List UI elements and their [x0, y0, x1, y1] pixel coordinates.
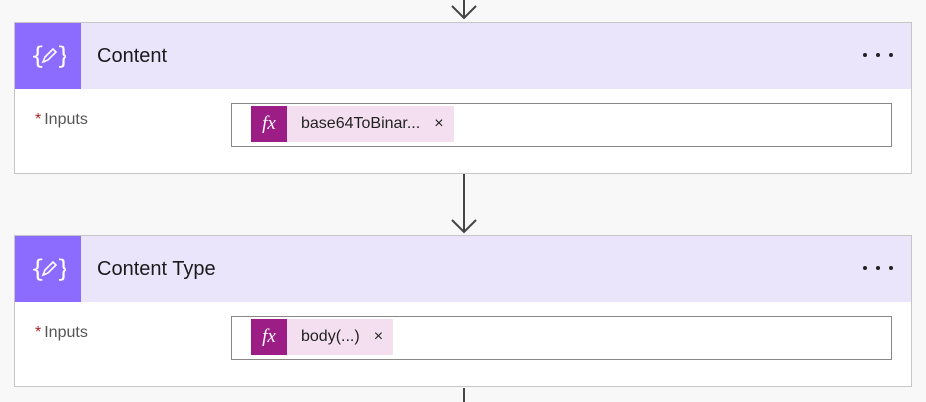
card-title[interactable]: Content Type [97, 257, 216, 280]
more-dot-icon [863, 266, 867, 270]
more-dot-icon [876, 53, 880, 57]
card-title[interactable]: Content [97, 44, 168, 67]
expression-token[interactable]: fx body(...) × [251, 319, 394, 355]
more-options-button[interactable] [863, 258, 893, 278]
connector-arrow-top [451, 0, 477, 20]
more-dot-icon [876, 266, 880, 270]
compose-braces-icon: { } [15, 23, 81, 89]
action-card-content-type[interactable]: { } Content Type *Inputs fx body(...) × [14, 235, 912, 387]
function-fx-icon: fx [251, 319, 287, 355]
card-header[interactable]: { } Content Type [15, 236, 911, 302]
connector-arrow-middle [451, 174, 477, 234]
token-text[interactable]: body(...) [301, 328, 360, 345]
card-header[interactable]: { } Content [15, 23, 911, 89]
more-dot-icon [889, 53, 893, 57]
compose-braces-icon: { } [15, 236, 81, 302]
inputs-field[interactable]: fx base64ToBinar... × [231, 103, 892, 147]
expression-token[interactable]: fx base64ToBinar... × [251, 106, 454, 142]
field-label-text: Inputs [44, 111, 88, 128]
card-body: *Inputs fx base64ToBinar... × [15, 89, 911, 173]
card-body: *Inputs fx body(...) × [15, 302, 911, 386]
svg-text:{: { [30, 255, 45, 283]
field-label-text: Inputs [44, 324, 88, 341]
field-label: *Inputs [35, 111, 88, 129]
more-options-button[interactable] [863, 45, 893, 65]
more-dot-icon [889, 266, 893, 270]
more-dot-icon [863, 53, 867, 57]
token-text[interactable]: base64ToBinar... [301, 115, 421, 132]
remove-token-button[interactable]: × [434, 115, 444, 132]
action-card-content[interactable]: { } Content *Inputs fx base64ToBinar... … [14, 22, 912, 174]
svg-text:{: { [30, 42, 45, 70]
required-marker: * [35, 111, 42, 128]
inputs-field[interactable]: fx body(...) × [231, 316, 892, 360]
svg-text:}: } [56, 42, 66, 70]
svg-text:}: } [56, 255, 66, 283]
field-label: *Inputs [35, 324, 88, 342]
function-fx-icon: fx [251, 106, 287, 142]
remove-token-button[interactable]: × [373, 328, 384, 345]
connector-line-bottom [463, 388, 465, 402]
required-marker: * [35, 324, 42, 341]
